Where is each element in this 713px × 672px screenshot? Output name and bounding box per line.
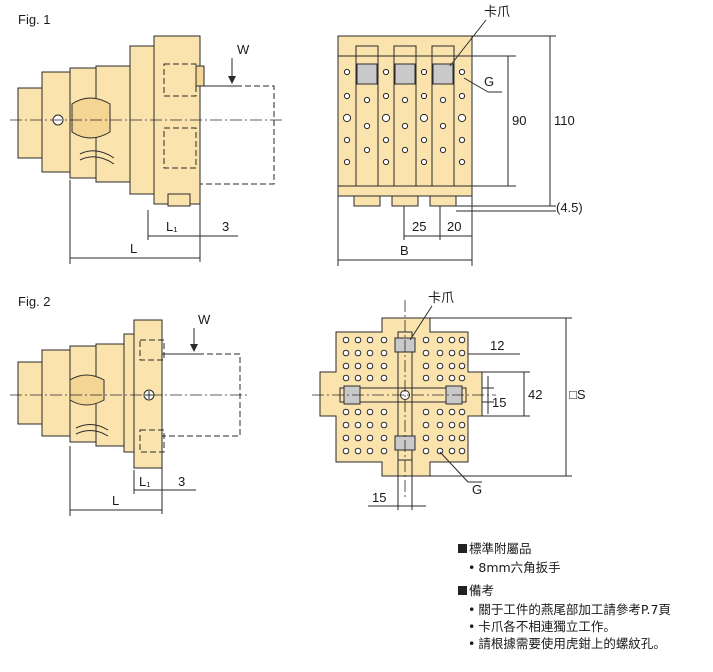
standard-accessories: 標準附屬品 8mm六角扳手 (458, 540, 708, 576)
fig1-drive-slot (79, 150, 115, 165)
fig2-hole-grid (342, 336, 466, 455)
fig2-l1-label: L₁ (139, 474, 151, 489)
fig1-d20-label: 20 (447, 219, 461, 234)
notes-block: 標準附屬品 8mm六角扳手 備考 關于工件的燕尾部加工請參考P.7頁 卡爪各不相… (458, 540, 708, 658)
fig1-w-label: W (237, 42, 250, 57)
fig1-workpiece-outline (200, 85, 275, 185)
fig1-l1-label: L₁ (166, 219, 178, 234)
fig1-d110-label: 110 (554, 113, 575, 128)
fig1-hole-grid (342, 68, 467, 166)
fig1-slot-1 (355, 45, 379, 187)
fig1-front-view: 卡爪 G 90 110 (4.5) 25 20 B (337, 5, 583, 266)
fig2-side-view: W L₁ 3 L (10, 312, 248, 516)
heading-square-icon (458, 544, 467, 553)
fig2-d12-label: 12 (490, 338, 504, 353)
fig1-jaw-stub (195, 65, 205, 87)
fig2-g-label: G (472, 482, 482, 497)
fig1-d45-label: (4.5) (556, 200, 583, 215)
fig2-s-label: □S (569, 387, 586, 402)
fig1-jaw-3 (432, 63, 454, 85)
fig1-jaw-1 (356, 63, 378, 85)
fig2-w-arrowhead (190, 344, 198, 352)
fig2-three-label: 3 (178, 474, 185, 489)
remark-item: 卡爪各不相連獨立工作。 (458, 618, 708, 635)
fig1-title: Fig. 1 (18, 12, 51, 27)
fig1-slot-3 (431, 45, 455, 187)
fig1-d25-label: 25 (412, 219, 426, 234)
fig2-d15r-label: 15 (492, 395, 506, 410)
fig1-w-arrowhead (228, 76, 236, 84)
remark-item: 關于工件的燕尾部加工請參考P.7頁 (458, 601, 708, 618)
fig1-hidden-lines (163, 63, 197, 169)
fig2-hidden-lines (139, 339, 165, 453)
remarks: 備考 關于工件的燕尾部加工請參考P.7頁 卡爪各不相連獨立工作。 請根據需要使用… (458, 582, 708, 652)
remark-item: 請根據需要使用虎鉗上的螺紋孔。 (458, 635, 708, 652)
fig1-side-view: W L₁ 3 L (10, 35, 282, 264)
fig1-l-label: L (130, 241, 137, 256)
fig2-d15b-label: 15 (372, 490, 386, 505)
fig1-jaw-leader (449, 19, 487, 67)
fig2-flange (123, 333, 135, 453)
standard-heading-row: 標準附屬品 (458, 540, 708, 557)
fig1-foot-2 (391, 195, 419, 207)
fig1-jaw-label: 卡爪 (484, 5, 510, 20)
fig2-jaw-leader (409, 305, 433, 341)
fig2-drive-slot (75, 424, 109, 437)
fig1-g-leader (463, 77, 489, 93)
fig2-shank-groove (69, 374, 105, 406)
fig1-front-body (337, 35, 473, 197)
fig1-slot-2 (393, 45, 417, 187)
fig1-foot-1 (353, 195, 381, 207)
remarks-heading-row: 備考 (458, 582, 708, 599)
standard-heading: 標準附屬品 (469, 541, 532, 556)
heading-square-icon (458, 586, 467, 595)
remarks-heading: 備考 (469, 583, 495, 598)
fig2-top-view: 卡爪 12 15 42 □S 15 G (312, 291, 586, 510)
fig2-w-label: W (198, 312, 211, 327)
fig1-g-label: G (484, 74, 494, 89)
fig2-g-leader (439, 451, 469, 483)
fig2-jaw-label: 卡爪 (428, 291, 454, 306)
fig1-three-label: 3 (222, 219, 229, 234)
fig2-title: Fig. 2 (18, 294, 51, 309)
fig1-d90-label: 90 (512, 113, 526, 128)
fig1-b-label: B (400, 243, 409, 258)
fig1-foot-3 (429, 195, 457, 207)
standard-item: 8mm六角扳手 (458, 559, 708, 576)
fig1-jaw-2 (394, 63, 416, 85)
fig2-l-label: L (112, 493, 119, 508)
fig1-bottom-boss (167, 193, 191, 207)
fig1-shank-groove (71, 97, 111, 139)
fig2-d42-label: 42 (528, 387, 542, 402)
